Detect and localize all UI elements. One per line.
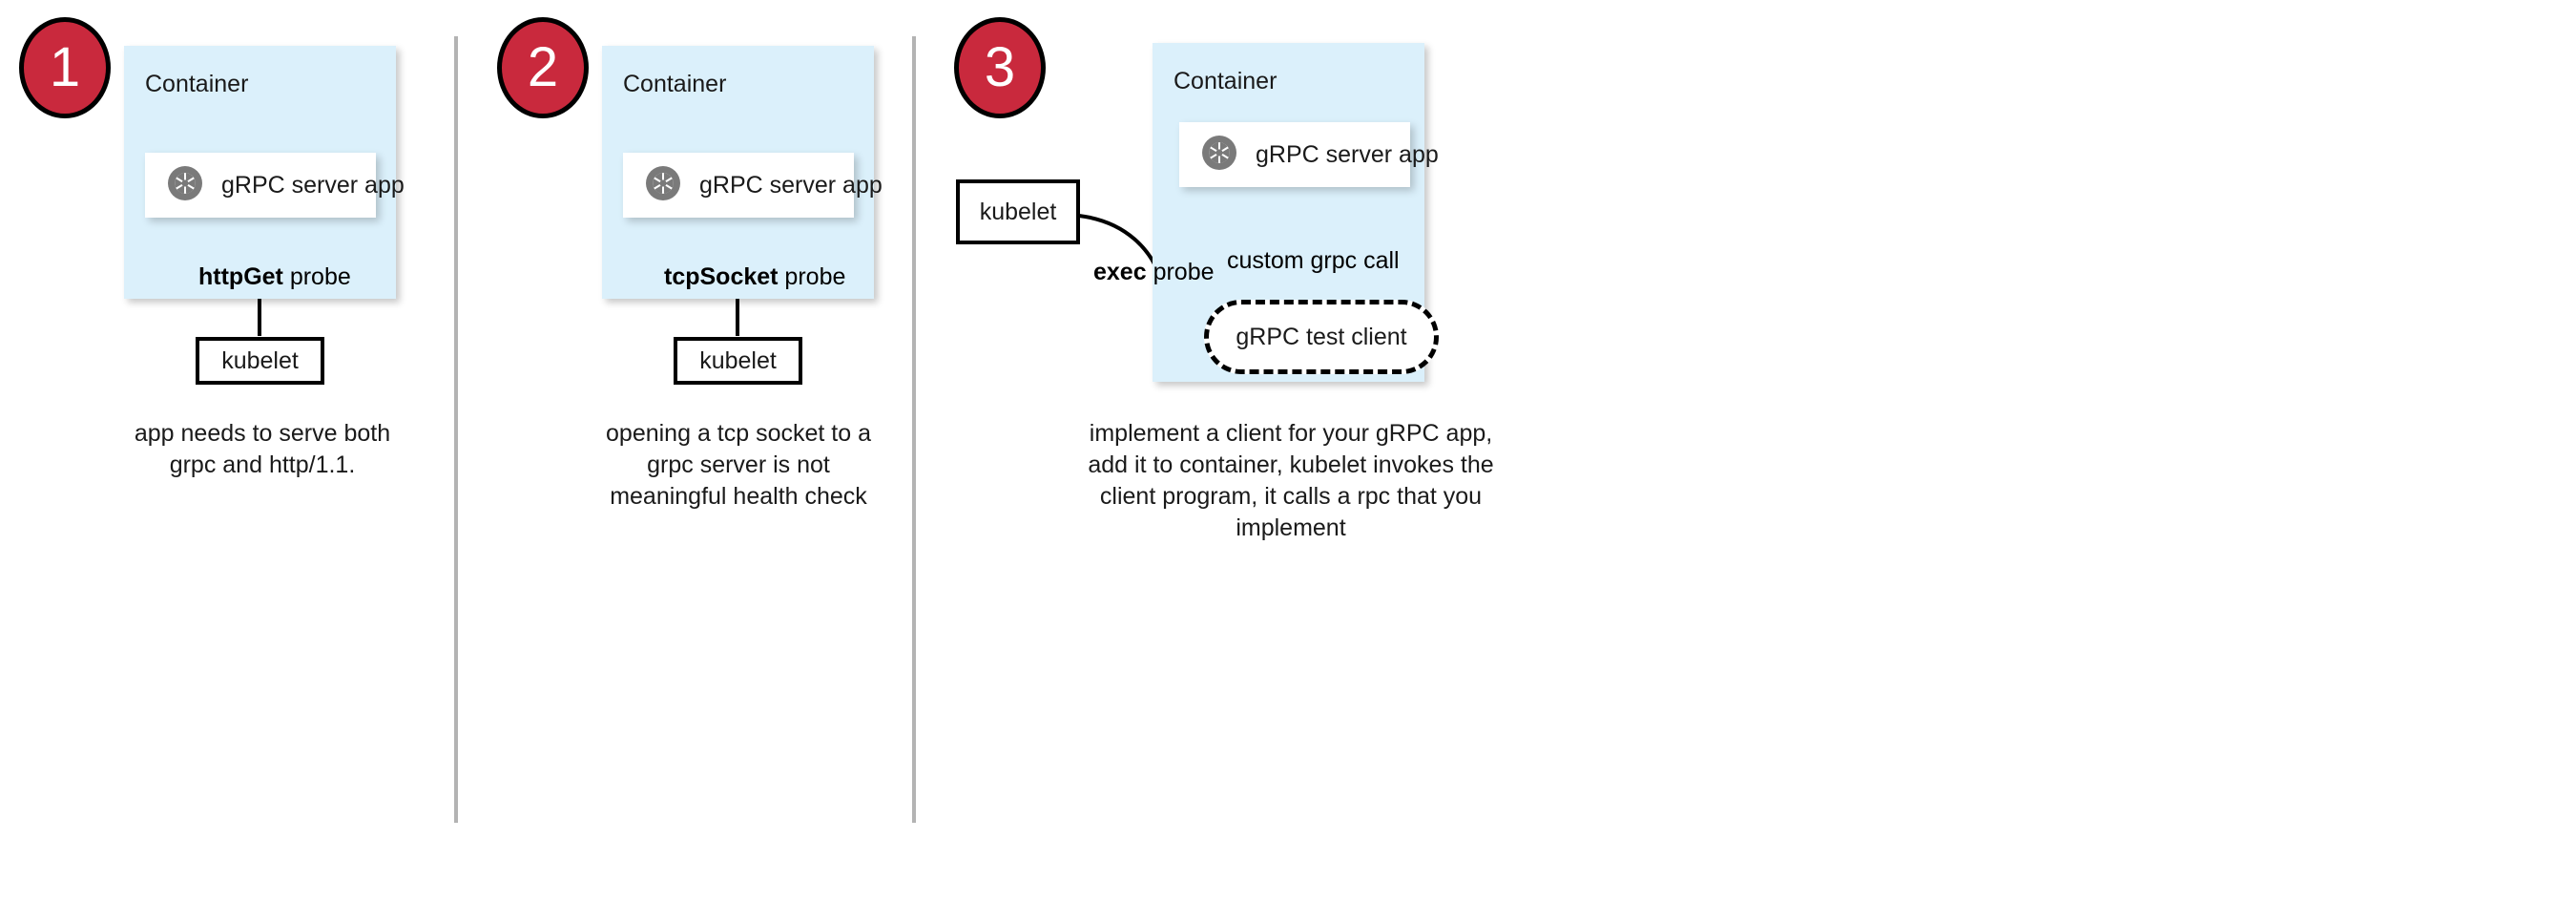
- panel-2-kubelet-box: kubelet: [674, 337, 802, 385]
- panel-1-probe-type: httpGet: [198, 263, 283, 290]
- panel-1-kubelet-label: kubelet: [221, 346, 299, 374]
- panel-2: 2 Container: [454, 0, 912, 923]
- step-badge-1: 1: [19, 17, 111, 118]
- panel-2-kubelet-label: kubelet: [699, 346, 777, 374]
- panel-1-kubelet-box: kubelet: [196, 337, 324, 385]
- panel-2-probe-type: tcpSocket: [664, 263, 779, 290]
- panel-1: 1 Container: [0, 0, 454, 923]
- panel-1-caption: app needs to serve both grpc and http/1.…: [134, 420, 391, 478]
- panel-3-grpc-test-client-box: gRPC test client: [1204, 300, 1439, 374]
- panel-2-probe-label: tcpSocket probe: [664, 263, 845, 291]
- grpc-aperture-icon: [644, 164, 682, 207]
- panel-1-app-label: gRPC server app: [221, 171, 405, 199]
- panel-3: 3 Container: [912, 0, 2576, 923]
- panel-3-kubelet-box: kubelet: [956, 179, 1080, 244]
- step-badge-3-number: 3: [984, 36, 1016, 98]
- panel-3-caption: implement a client for your gRPC app, ad…: [1088, 420, 1494, 541]
- panel-3-kubelet-label: kubelet: [979, 198, 1057, 225]
- panel-3-probe-suffix: probe: [1146, 259, 1215, 285]
- panel-2-container-label: Container: [623, 71, 727, 97]
- step-badge-3: 3: [954, 17, 1046, 118]
- panel-2-caption: opening a tcp socket to a grpc server is…: [606, 420, 871, 510]
- panel-1-probe-suffix: probe: [282, 263, 351, 290]
- panel-3-container-label: Container: [1174, 68, 1278, 94]
- panel-3-custom-grpc-call-label: custom grpc call: [1227, 247, 1400, 274]
- step-badge-2: 2: [497, 17, 589, 118]
- grpc-aperture-icon: [166, 164, 204, 207]
- panel-2-grpc-server-app-box: gRPC server app: [623, 153, 883, 218]
- panel-1-grpc-server-app-box: gRPC server app: [145, 153, 405, 218]
- grpc-aperture-icon: [1200, 134, 1238, 177]
- panel-3-client-label: gRPC test client: [1236, 323, 1407, 350]
- step-badge-1-number: 1: [49, 36, 81, 98]
- panel-3-grpc-server-app-box: gRPC server app: [1179, 122, 1439, 187]
- panel-2-probe-suffix: probe: [778, 263, 846, 290]
- panel-2-app-label: gRPC server app: [699, 171, 883, 199]
- panel-1-probe-label: httpGet probe: [198, 263, 351, 291]
- panel-divider-2: [912, 36, 916, 823]
- step-badge-2-number: 2: [527, 36, 559, 98]
- panel-3-probe-type: exec: [1093, 259, 1147, 285]
- panel-1-container-label: Container: [145, 71, 249, 97]
- panel-divider-1: [454, 36, 458, 823]
- panel-3-probe-label: exec probe: [1093, 259, 1215, 286]
- panel-3-app-label: gRPC server app: [1256, 140, 1439, 168]
